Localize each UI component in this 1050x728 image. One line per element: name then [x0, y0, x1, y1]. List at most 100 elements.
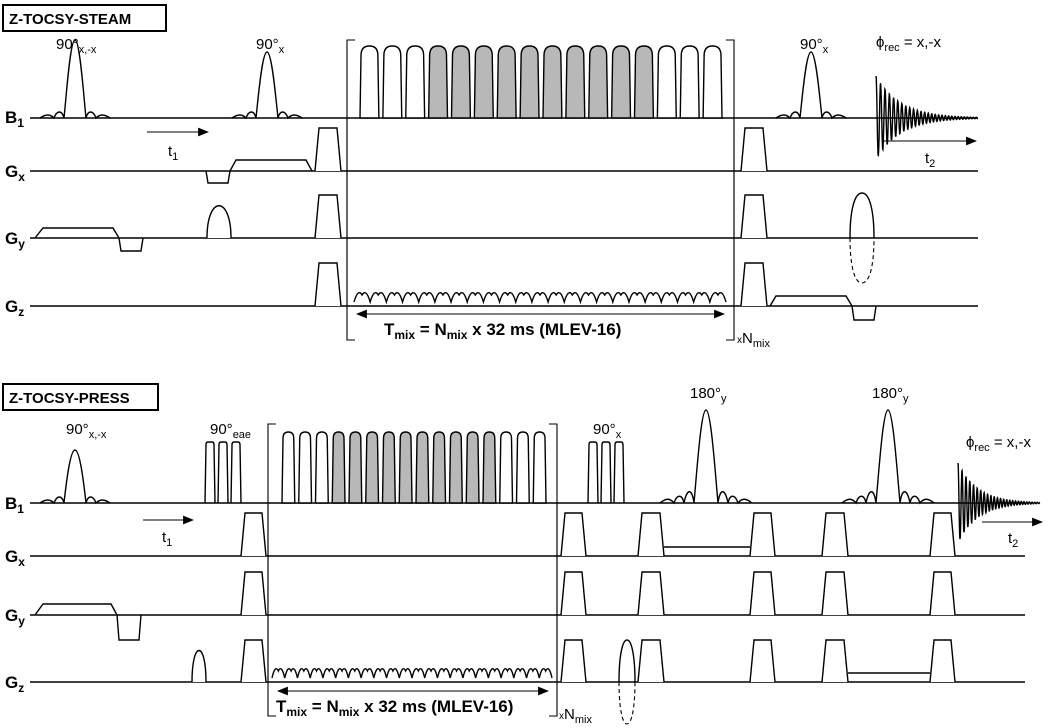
press-gy-crusher-6 [929, 571, 956, 616]
steam-phi-rec: ϕrec = x,-x [876, 34, 941, 54]
steam-mlev-pulse [359, 45, 380, 119]
steam-mlev-bracket-left [346, 39, 355, 341]
steam-nmix-label: xNmix [737, 330, 770, 350]
steam-gy-crusher-2 [740, 194, 768, 239]
steam-mlev-pulse [427, 45, 449, 119]
steam-pulse1-label: 90°x,-x [56, 36, 97, 56]
press-gx-crusher-6 [929, 512, 956, 557]
press-sinc-pulse-180-1 [659, 409, 753, 505]
press-pulse4-label: 180°y [690, 385, 727, 405]
steam-mlev-pulse-train [359, 45, 723, 119]
press-gy-crusher-4 [749, 571, 776, 616]
steam-gx-pos-lobe [229, 159, 313, 172]
press-gy-crusher-5 [821, 571, 849, 616]
steam-mlev-bracket-right [726, 39, 735, 341]
steam-mlev-pulse [565, 45, 586, 119]
press-gz-dome [191, 649, 207, 683]
press-gz-mlev-ripple [271, 668, 553, 679]
press-mlev-pulse [415, 431, 430, 504]
press-pulse2-label: 90°eae [210, 421, 251, 441]
press-mlev-pulse [432, 431, 447, 504]
press-gy-label: Gy [5, 606, 25, 628]
steam-mlev-pulse [702, 45, 723, 119]
press-gz-label: Gz [5, 673, 24, 695]
press-t2-label: t2 [1008, 530, 1018, 550]
press-gy-neg-lobe [116, 614, 142, 641]
steam-mlev-pulse [656, 45, 677, 119]
steam-gz-mlev-ripple [353, 292, 727, 305]
steam-sinc-pulse-1 [39, 39, 111, 120]
press-mlev-pulse [331, 431, 346, 504]
steam-t1-label: t1 [168, 143, 178, 163]
press-mlev-bracket-left [267, 423, 276, 717]
press-mlev-pulse [365, 431, 380, 504]
steam-gz-crusher-2 [740, 262, 768, 307]
press-mlev-pulse [499, 431, 514, 504]
steam-mlev-pulse [405, 45, 426, 119]
steam-diagram: Z-TOCSY-STEAM B1 Gx Gy Gz 90°x,-x 90°x 9… [2, 4, 979, 350]
steam-gy-crusher [314, 194, 342, 239]
steam-mlev-pulse [588, 45, 609, 119]
steam-pulse2-label: 90°x [256, 36, 285, 56]
press-title: Z-TOCSY-PRESS [9, 390, 130, 407]
press-tmix-label: Tmix = Nmix x 32 ms (MLEV-16) [276, 697, 513, 719]
steam-tmix-label: Tmix = Nmix x 32 ms (MLEV-16) [384, 320, 621, 342]
steam-gx-label: Gx [5, 162, 25, 184]
press-mlev-pulse [448, 431, 463, 504]
steam-gz-crusher [314, 262, 342, 307]
press-gy-crusher-1 [240, 571, 267, 616]
steam-gy-label: Gy [5, 229, 25, 251]
press-sinc-pulse-180-2 [841, 409, 935, 505]
press-mlev-pulse [398, 431, 413, 504]
press-gz-crusher-6 [929, 639, 956, 683]
steam-title: Z-TOCSY-STEAM [9, 11, 131, 28]
steam-gy-neg-lobe [118, 237, 144, 252]
press-gx-label: Gx [5, 547, 25, 569]
press-mlev-pulse [532, 431, 547, 504]
steam-gy-pos-lobe [34, 227, 120, 239]
press-gz-spoiler-solid [618, 639, 636, 683]
press-mlev-pulse [281, 431, 296, 504]
press-gz-crusher-5 [821, 639, 849, 683]
steam-gz-pos-lobe [769, 295, 853, 307]
press-gx-crusher-3 [637, 512, 665, 557]
steam-gx-crusher-2 [740, 127, 768, 172]
press-mlev-pulse [515, 431, 530, 504]
steam-sinc-pulse-3 [775, 51, 847, 120]
steam-gy-dome [206, 205, 232, 239]
press-gz-crusher-2 [560, 639, 587, 683]
press-pulse3-label: 90°x [593, 421, 622, 441]
steam-title-box [2, 4, 167, 32]
press-gx-crusher-4 [749, 512, 776, 557]
steam-mlev-pulse [496, 45, 517, 119]
steam-b1-label: B1 [5, 108, 24, 130]
steam-gy-spoiler-dashed [849, 237, 875, 284]
press-pulse1-label: 90°x,-x [66, 421, 107, 441]
steam-gx-neg-lobe [205, 170, 231, 184]
press-mlev-pulse [465, 431, 480, 504]
press-nmix-label: xNmix [559, 706, 592, 726]
steam-mlev-pulse [519, 45, 540, 119]
press-pulse5-label: 180°y [872, 385, 909, 405]
steam-gx-crusher [314, 127, 342, 172]
press-mlev-pulse [381, 431, 396, 504]
steam-mlev-pulse [633, 45, 655, 119]
press-gx-crusher-2 [560, 512, 587, 557]
press-mlev-pulse-train [281, 431, 547, 504]
press-gx-crusher-5 [821, 512, 849, 557]
steam-fid-signal [875, 75, 979, 157]
steam-mlev-pulse [542, 45, 563, 119]
press-b1-label: B1 [5, 494, 24, 516]
press-mlev-pulse [298, 431, 313, 504]
press-gy-crusher-2 [560, 571, 587, 616]
press-mlev-pulse [348, 431, 363, 504]
steam-mlev-pulse [610, 45, 632, 119]
press-mlev-pulse [314, 431, 329, 504]
press-title-box [2, 383, 159, 411]
steam-mlev-pulse [473, 45, 494, 119]
press-small-pulse [600, 441, 612, 504]
press-gy-pos-lobe [34, 603, 118, 616]
steam-gy-spoiler-solid [849, 192, 875, 239]
press-90x-pulses [587, 441, 625, 504]
